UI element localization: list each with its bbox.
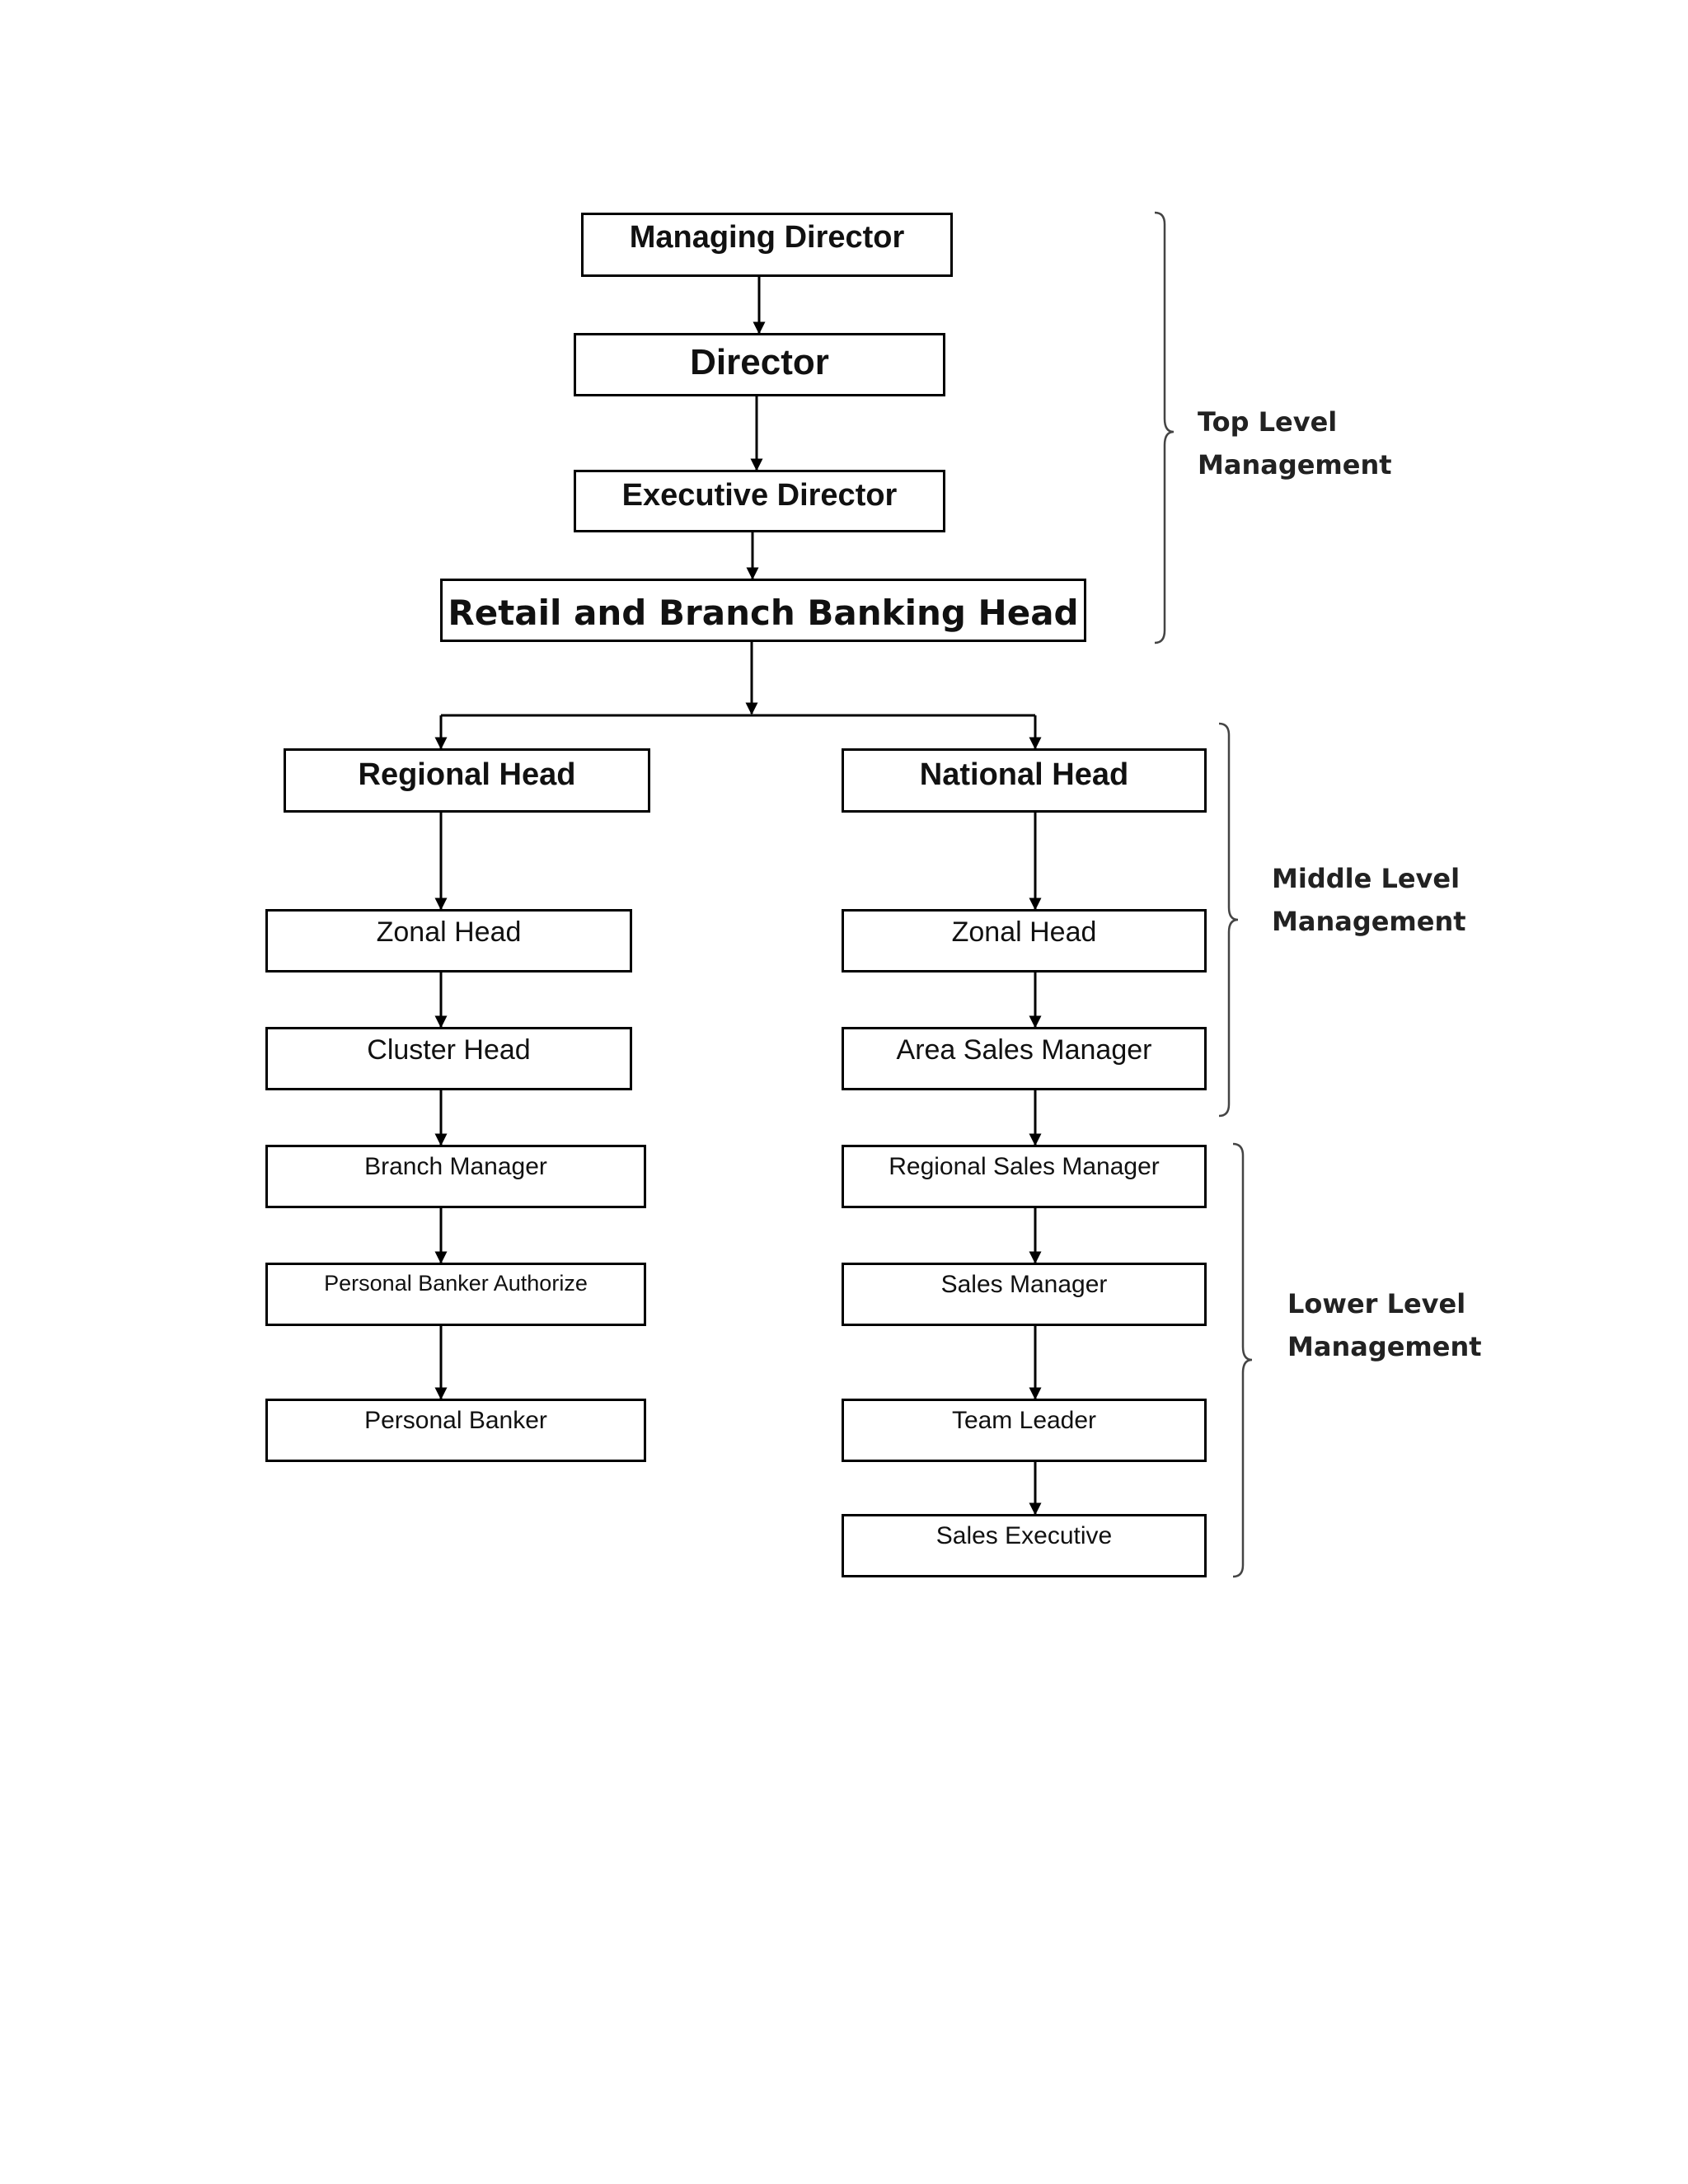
label-lower-level-management: Lower Level Management	[1287, 1282, 1482, 1368]
node-label: Sales Manager	[940, 1271, 1108, 1298]
node-label: Director	[690, 342, 829, 382]
level-label-line1: Lower Level	[1287, 1288, 1466, 1319]
node-label: Regional Sales Manager	[889, 1153, 1160, 1180]
node-label: Personal Banker Authorize	[324, 1271, 588, 1296]
node-director: Director	[574, 333, 945, 396]
node-national-head: National Head	[842, 748, 1207, 813]
brace-lower-level	[1232, 1142, 1253, 1578]
node-cluster-head: Cluster Head	[265, 1027, 632, 1090]
node-managing-director: Managing Director	[581, 213, 953, 277]
node-label: Sales Executive	[935, 1522, 1113, 1549]
node-label: Executive Director	[621, 478, 898, 513]
brace-top-level	[1154, 211, 1175, 644]
node-sales-executive: Sales Executive	[842, 1514, 1207, 1577]
node-sales-manager: Sales Manager	[842, 1263, 1207, 1326]
node-branch-manager: Branch Manager	[265, 1145, 646, 1208]
node-label: Personal Banker	[364, 1407, 547, 1434]
level-label-line1: Top Level	[1198, 406, 1338, 438]
level-label-line1: Middle Level	[1272, 863, 1461, 894]
node-personal-banker: Personal Banker	[265, 1399, 646, 1462]
node-label: Branch Manager	[364, 1153, 547, 1180]
node-label: Zonal Head	[376, 916, 522, 948]
label-middle-level-management: Middle Level Management	[1272, 857, 1466, 943]
node-regional-head: Regional Head	[284, 748, 650, 813]
node-team-leader: Team Leader	[842, 1399, 1207, 1462]
node-executive-director: Executive Director	[574, 470, 945, 532]
level-label-line2: Management	[1287, 1331, 1482, 1362]
level-label-line2: Management	[1272, 906, 1466, 937]
node-label: National Head	[919, 757, 1129, 792]
node-label: Managing Director	[629, 220, 905, 255]
node-zonal-head-left: Zonal Head	[265, 909, 632, 972]
brace-middle-level	[1218, 722, 1239, 1118]
node-label: Retail and Branch Banking Head	[448, 593, 1079, 633]
node-retail-branch-banking-head: Retail and Branch Banking Head	[440, 579, 1086, 642]
node-personal-banker-authorize: Personal Banker Authorize	[265, 1263, 646, 1326]
level-label-line2: Management	[1198, 449, 1392, 480]
label-top-level-management: Top Level Management	[1198, 401, 1392, 486]
node-label: Area Sales Manager	[896, 1034, 1152, 1066]
node-zonal-head-right: Zonal Head	[842, 909, 1207, 972]
node-area-sales-manager: Area Sales Manager	[842, 1027, 1207, 1090]
node-regional-sales-manager: Regional Sales Manager	[842, 1145, 1207, 1208]
node-label: Zonal Head	[951, 916, 1097, 948]
node-label: Regional Head	[358, 757, 576, 792]
node-label: Team Leader	[951, 1407, 1097, 1434]
node-label: Cluster Head	[367, 1034, 531, 1066]
